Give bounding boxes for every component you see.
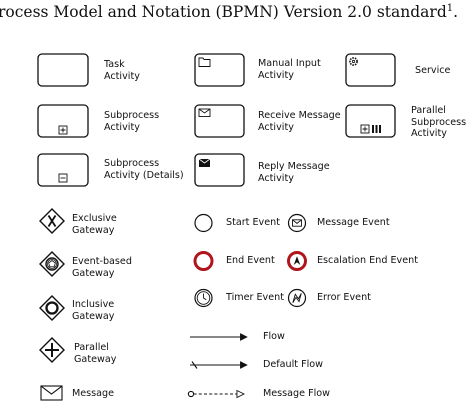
parallel-gateway-label: Parallel Gateway [74,342,117,365]
event-based-gateway-label: Event-based Gateway [72,256,132,279]
start-event-label: Start Event [226,217,280,228]
message-event-label: Message Event [317,217,390,228]
inclusive-gateway-shape [39,295,65,321]
message-flow-arrow [187,391,244,396]
parallel-subprocess-activity-shape [345,104,396,138]
reply-message-label: Reply Message Activity [258,161,330,184]
default-flow-label: Default Flow [263,359,324,370]
timer-event-label: Timer Event [226,292,284,303]
caption-footnote: 1 [446,3,454,14]
service-activity-shape [345,53,396,87]
message-flow-label: Message Flow [263,388,330,399]
task-activity-shape [37,53,89,87]
subprocess-details-label: Subprocess Activity (Details) [104,158,184,181]
parallel-marker-icon [372,125,381,133]
figure-caption: rocess Model and Notation (BPMN) Version… [0,3,458,21]
service-label: Service [415,65,451,76]
parallel-gateway-shape [39,337,65,363]
escalation-end-event-shape [287,251,307,271]
reply-message-activity-shape [194,153,245,187]
task-activity-label: Task Activity [104,59,140,82]
hand-icon [198,57,211,67]
parallel-subprocess-label: Parallel Subprocess Activity [411,105,467,139]
subprocess-activity-label: Subprocess Activity [104,110,160,133]
exclusive-gateway-shape [39,208,65,234]
end-event-label: End Event [226,255,275,266]
receive-message-activity-shape [194,104,245,138]
manual-input-label: Manual Input Activity [258,58,321,81]
escalation-end-event-label: Escalation End Event [317,255,418,266]
caption-text: rocess Model and Notation (BPMN) Version… [0,3,447,22]
exclusive-gateway-label: Exclusive Gateway [72,213,117,236]
message-label: Message [72,388,115,399]
receive-message-label: Receive Message Activity [258,110,341,133]
end-event-shape [193,251,214,271]
start-event-shape [194,213,213,233]
manual-input-activity-shape [194,53,245,87]
error-event-label: Error Event [317,292,371,303]
caption-end: . [453,3,459,22]
message-event-shape [287,213,307,233]
timer-event-shape [194,288,213,308]
event-based-gateway-shape [39,251,65,277]
error-event-shape [287,288,307,308]
flow-label: Flow [263,331,285,342]
inclusive-gateway-label: Inclusive Gateway [72,299,115,322]
default-flow-arrow [190,361,248,369]
subprocess-details-shape [37,153,89,187]
subprocess-activity-shape [37,104,89,138]
message-shape [40,385,63,401]
